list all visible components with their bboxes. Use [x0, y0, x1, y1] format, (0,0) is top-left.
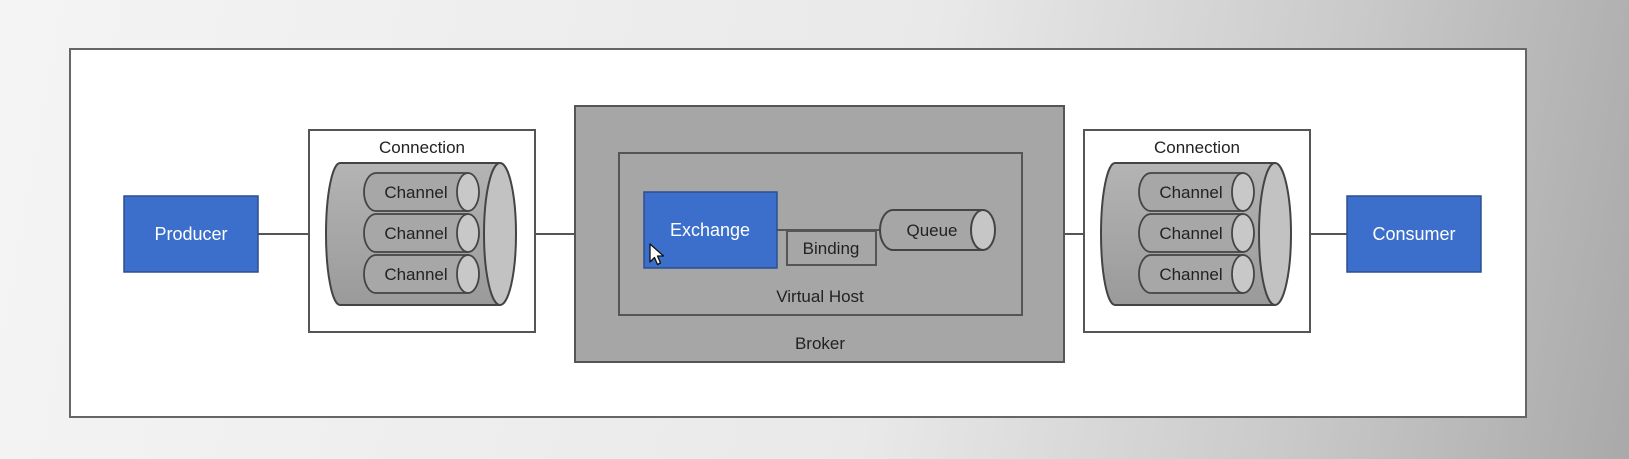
right-channel-3-label: Channel — [1159, 265, 1222, 284]
right-channel-1: Channel — [1138, 172, 1255, 212]
virtual-host: Virtual Host Exchange Binding Queue — [618, 152, 1023, 316]
broker: Broker Virtual Host Exchange Binding Que… — [574, 105, 1065, 363]
left-channel-1-label: Channel — [384, 183, 447, 202]
exchange-label: Exchange — [670, 220, 750, 240]
queue-node: Queue — [879, 209, 996, 251]
virtual-host-label: Virtual Host — [776, 287, 864, 306]
left-connection: Connection Channel Channel Channel — [308, 129, 536, 333]
producer-node: Producer — [123, 195, 259, 273]
left-channel-1: Channel — [363, 172, 480, 212]
binding-label: Binding — [803, 239, 860, 258]
left-channel-3-label: Channel — [384, 265, 447, 284]
mouse-cursor-icon — [649, 243, 665, 266]
queue-label: Queue — [906, 221, 957, 240]
right-channel-3: Channel — [1138, 254, 1255, 294]
left-channel-3: Channel — [363, 254, 480, 294]
left-channel-2: Channel — [363, 213, 480, 253]
broker-label: Broker — [795, 334, 845, 353]
right-connection: Connection Channel Channel Channel — [1083, 129, 1311, 333]
left-connection-label: Connection — [379, 138, 465, 157]
binding-node: Binding — [786, 230, 877, 266]
right-channel-2-label: Channel — [1159, 224, 1222, 243]
consumer-label: Consumer — [1372, 224, 1455, 244]
right-connection-label: Connection — [1154, 138, 1240, 157]
consumer-node: Consumer — [1346, 195, 1482, 273]
producer-label: Producer — [154, 224, 227, 244]
exchange-node: Exchange — [643, 191, 778, 269]
left-channel-2-label: Channel — [384, 224, 447, 243]
right-channel-1-label: Channel — [1159, 183, 1222, 202]
right-channel-2: Channel — [1138, 213, 1255, 253]
